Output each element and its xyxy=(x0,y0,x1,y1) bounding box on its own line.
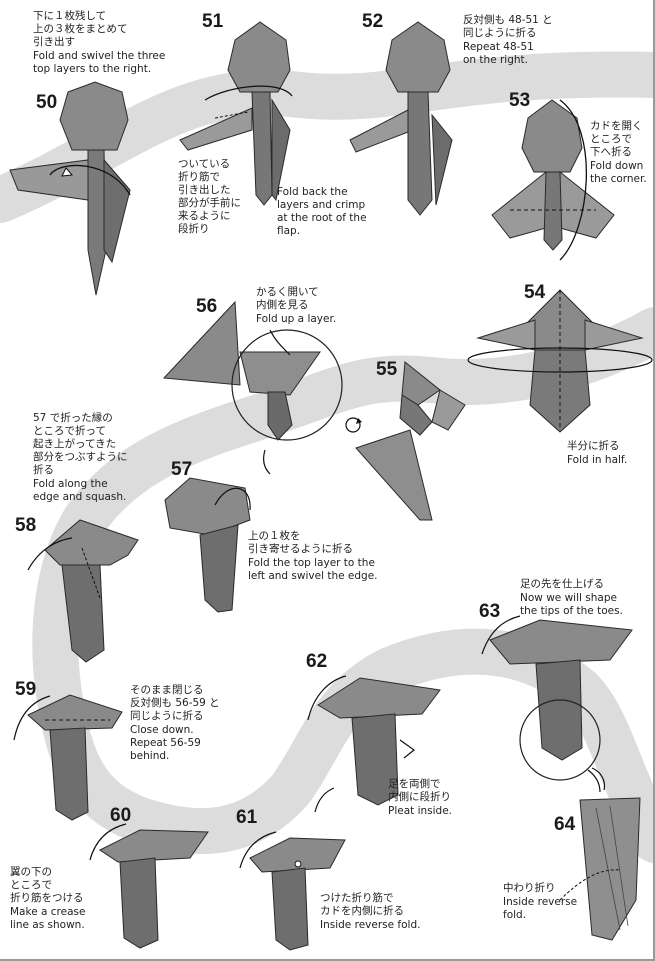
caption-step-59: そのまま閉じる 反対側も 56-59 と 同じように折る Close down.… xyxy=(130,684,270,763)
step-61-figure xyxy=(240,832,345,950)
arrow-to-57-icon xyxy=(264,450,270,474)
step-number: 56 xyxy=(196,297,217,316)
caption-step-56: かるく開いて 内側を見る Fold up a layer. xyxy=(256,286,386,326)
step-number: 54 xyxy=(524,283,545,302)
caption-step-57: 上の１枚を 引き寄せるように折る Fold the top layer to t… xyxy=(248,530,408,583)
step-50-figure xyxy=(10,82,130,295)
caption-step-63: 足の先を仕上げる Now we will shape the tips of t… xyxy=(520,578,650,618)
caption-step-50: 下に１枚残して 上の３枚をまとめて 引き出す Fold and swivel t… xyxy=(33,10,193,76)
caption-step-60: 翼の下の ところで 折り筋をつける Make a crease line as … xyxy=(10,866,110,932)
arrow-to-64-icon xyxy=(588,770,600,792)
arrow-to-62-icon xyxy=(315,788,334,812)
caption-step-52: 反対側も 48-51 と 同じように折る Repeat 48-51 on the… xyxy=(463,14,593,67)
step-number: 63 xyxy=(479,602,500,621)
caption-step-61: つけた折り筋で カドを内側に折る Inside reverse fold. xyxy=(320,892,450,932)
caption-step-51-en: Fold back the layers and crimp at the ro… xyxy=(277,186,387,238)
step-57-figure xyxy=(165,478,250,612)
caption-step-51-jp: ついている 折り筋で 引き出した 部分が手前に 来るように 段折り xyxy=(178,158,258,237)
caption-step-54: 半分に折る Fold in half. xyxy=(567,440,647,467)
caption-step-64: 中わり折り Inside reverse fold. xyxy=(503,882,593,922)
step-number: 58 xyxy=(15,516,36,535)
step-number: 61 xyxy=(236,808,257,827)
step-number: 60 xyxy=(110,806,131,825)
caption-step-53: カドを開く ところで 下へ折る Fold down the corner. xyxy=(590,120,652,186)
caption-step-62: 足を両側で 内側に段折り Pleat inside. xyxy=(388,778,488,818)
step-number: 50 xyxy=(36,93,57,112)
step-number: 57 xyxy=(171,460,192,479)
step-number: 51 xyxy=(202,12,223,31)
step-number: 52 xyxy=(362,12,383,31)
step-number: 64 xyxy=(554,815,575,834)
step-number: 55 xyxy=(376,360,397,379)
caption-step-58: 57 で折った縁の ところで折って 起き上がってきた 部分をつぶすように 折る … xyxy=(33,412,173,504)
rotate-symbol-icon xyxy=(346,418,362,432)
step-number: 62 xyxy=(306,652,327,671)
step-number: 59 xyxy=(15,680,36,699)
step-number: 53 xyxy=(509,91,530,110)
